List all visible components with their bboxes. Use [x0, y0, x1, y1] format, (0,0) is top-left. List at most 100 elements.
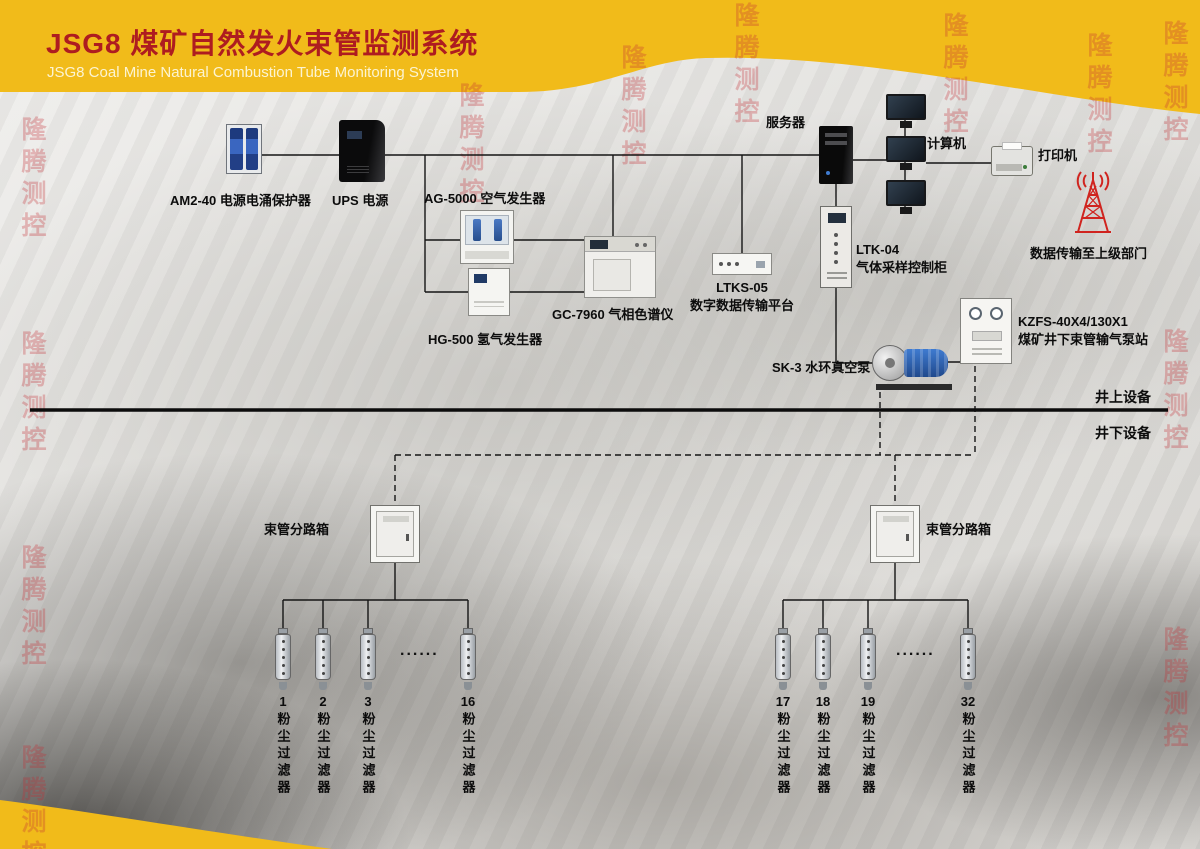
pressure-gauge [969, 307, 982, 320]
computer-monitor [886, 136, 926, 170]
filter-body [315, 634, 331, 680]
branch-box-latch [406, 534, 409, 541]
printer-tray [996, 164, 1022, 171]
filter-number: 19 [860, 694, 876, 709]
filter-tip [779, 682, 787, 690]
server-slot [825, 133, 847, 137]
header-band [0, 0, 1200, 114]
watermark-text: 隆腾测控 [731, 2, 759, 130]
filter-body [860, 634, 876, 680]
label-server: 服务器 [766, 115, 806, 130]
filter-ellipsis-right: ...... [896, 642, 935, 659]
filter-name: 粉尘过滤器 [275, 712, 291, 797]
hydrogen-generator-display [474, 274, 487, 283]
label-vacuum-pump: SK-3 水环真空泵 [772, 360, 871, 375]
filter-caption: 17 粉尘过滤器 [763, 694, 803, 802]
pump-base [876, 384, 952, 390]
filter-name: 粉尘过滤器 [360, 712, 376, 797]
pump-hub [885, 358, 895, 368]
surge-module [245, 128, 258, 170]
label-air-generator: AG-5000 空气发生器 [424, 191, 546, 206]
surge-module [230, 128, 243, 170]
watermark-text: 隆腾测控 [18, 116, 46, 244]
filter-holes [866, 640, 870, 643]
filter-ellipsis-left: ...... [400, 642, 439, 659]
monitor-screen [886, 94, 926, 120]
watermark-text: 隆腾测控 [1160, 328, 1188, 456]
branch-box-plate [883, 516, 909, 522]
server-device [819, 126, 853, 184]
filter-number: 3 [364, 694, 372, 709]
computer-monitor [886, 94, 926, 128]
filter-name: 粉尘过滤器 [315, 712, 331, 797]
watermark-text: 隆腾测控 [1160, 20, 1188, 148]
bottom-swoosh [0, 800, 332, 849]
watermark-text: 隆腾测控 [18, 744, 46, 849]
ups-device [339, 120, 385, 182]
filter-caption: 2 粉尘过滤器 [303, 694, 343, 802]
air-generator-window [465, 215, 509, 245]
chromatograph-panel [585, 237, 655, 252]
antenna-icon [1075, 171, 1111, 233]
filter-body [275, 634, 291, 680]
filter-tip [819, 682, 827, 690]
filter-holes [781, 640, 785, 643]
cabinet-vent [827, 272, 847, 282]
chromatograph-door [593, 259, 631, 291]
gas-chromatograph-device [584, 236, 656, 298]
platform-display [756, 260, 765, 268]
dust-filter-device [275, 628, 291, 690]
filter-tip [964, 682, 972, 690]
tube-branch-box-left [370, 505, 420, 563]
server-slot [825, 141, 847, 145]
pump-motor [904, 349, 948, 377]
indicator-dot [727, 262, 731, 266]
filter-number: 32 [960, 694, 976, 709]
filter-body [360, 634, 376, 680]
cabinet-display [828, 213, 846, 223]
label-surge-protector: AM2-40 电源电涌保护器 [170, 193, 311, 208]
printer-device [991, 142, 1033, 176]
page-subtitle: JSG8 Coal Mine Natural Combustion Tube M… [47, 64, 459, 81]
watermark-text: 隆腾测控 [1084, 32, 1112, 160]
label-gas-chromatograph: GC-7960 气相色谱仪 [552, 307, 674, 322]
pump-station-cabinet-device [960, 298, 1012, 364]
monitor-screen [886, 136, 926, 162]
label-sampling-cabinet: LTK-04 气体采样控制柜 [856, 242, 948, 275]
watermark-text: 隆腾测控 [18, 544, 46, 672]
page-title: JSG8 煤矿自然发火束管监测系统 [46, 28, 479, 59]
label-antenna: 数据传输至上级部门 [1030, 246, 1148, 261]
filter-name: 粉尘过滤器 [815, 712, 831, 797]
surge-protector-device [226, 124, 262, 174]
filter-holes [966, 640, 970, 643]
watermark-text: 隆腾测控 [18, 330, 46, 458]
filter-number: 17 [775, 694, 791, 709]
monitor-stand [900, 207, 912, 214]
pump-station-vent [972, 348, 1002, 357]
monitor-stand [900, 163, 912, 170]
dust-filter-device [860, 628, 876, 690]
label-underground-equipment: 井下设备 [1095, 425, 1151, 441]
label-surface-equipment: 井上设备 [1095, 389, 1151, 405]
printer-button [1023, 165, 1027, 169]
gas-cylinder [472, 219, 481, 241]
filter-cap [818, 628, 828, 634]
watermark-text: 隆腾测控 [940, 12, 968, 140]
filter-name: 粉尘过滤器 [775, 712, 791, 797]
filter-name: 粉尘过滤器 [460, 712, 476, 797]
filter-tip [464, 682, 472, 690]
filter-body [775, 634, 791, 680]
dust-filter-device [775, 628, 791, 690]
filter-body [460, 634, 476, 680]
filter-holes [821, 640, 825, 643]
filter-cap [463, 628, 473, 634]
air-generator-base [465, 251, 509, 259]
filter-holes [366, 640, 370, 643]
hydrogen-generator-device [468, 268, 510, 316]
filter-number: 2 [319, 694, 327, 709]
label-printer: 打印机 [1038, 148, 1078, 163]
label-data-platform: LTKS-05 数字数据传输平台 [689, 280, 794, 313]
